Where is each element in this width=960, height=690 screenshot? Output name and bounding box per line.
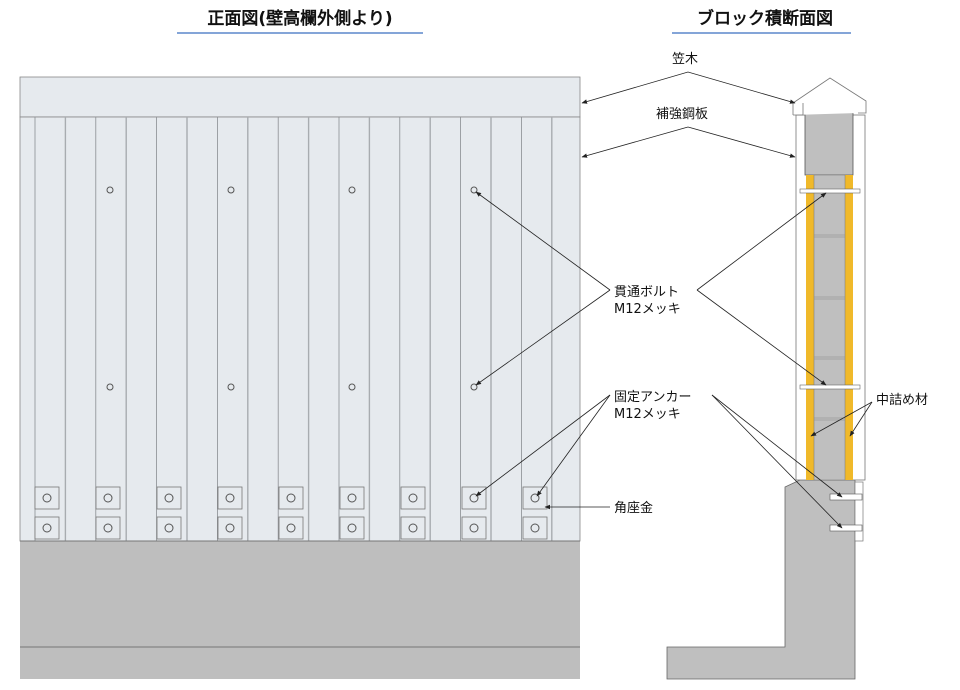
section-view-title: ブロック積断面図 bbox=[697, 8, 833, 29]
through-bolts bbox=[106, 186, 478, 391]
bolt-hole bbox=[348, 383, 356, 391]
anchor-hole bbox=[347, 493, 357, 503]
anchor-hole bbox=[347, 523, 357, 533]
square-washer bbox=[522, 486, 548, 510]
block-core bbox=[813, 174, 846, 481]
square-washer bbox=[156, 486, 182, 510]
bolt-hole bbox=[348, 186, 356, 194]
label-anchor-spec: M12メッキ bbox=[614, 407, 681, 422]
square-washer bbox=[461, 516, 487, 540]
anchor-hole bbox=[103, 493, 113, 503]
bolt-hole bbox=[227, 383, 235, 391]
front-kasagi bbox=[19, 76, 581, 118]
front-view-title: 正面図(壁高欄外側より) bbox=[207, 8, 392, 29]
square-washer bbox=[278, 516, 304, 540]
bolt-hole bbox=[470, 186, 478, 194]
bolt-hole bbox=[106, 186, 114, 194]
foundation-concrete bbox=[666, 479, 856, 680]
square-washer bbox=[95, 516, 121, 540]
panel-ribs bbox=[34, 117, 553, 541]
anchor-hole bbox=[469, 523, 479, 533]
anchor-hole bbox=[42, 523, 52, 533]
square-washer bbox=[339, 516, 365, 540]
label-filler: 中詰め材 bbox=[876, 392, 928, 408]
front-concrete bbox=[20, 541, 580, 679]
bolt-hole bbox=[227, 186, 235, 194]
front-view bbox=[19, 76, 581, 679]
square-washer bbox=[34, 486, 60, 510]
square-washer bbox=[156, 516, 182, 540]
bolt-hole bbox=[470, 383, 478, 391]
anchor-hole bbox=[103, 523, 113, 533]
kasagi-section bbox=[792, 77, 867, 115]
label-steel-plate: 補強鋼板 bbox=[656, 107, 708, 122]
leader-lines bbox=[475, 71, 873, 529]
anchor-hole bbox=[225, 493, 235, 503]
anchor-hole bbox=[408, 523, 418, 533]
anchor-hole bbox=[286, 493, 296, 503]
square-washer bbox=[400, 516, 426, 540]
anchor-hole bbox=[469, 493, 479, 503]
square-washer bbox=[34, 516, 60, 540]
label-kasagi: 笠木 bbox=[672, 52, 698, 67]
bolt-hole bbox=[106, 383, 114, 391]
through-bolt-section bbox=[799, 188, 861, 390]
filler-right bbox=[845, 175, 853, 480]
anchor-hole bbox=[225, 523, 235, 533]
square-washer bbox=[339, 486, 365, 510]
label-washer: 角座金 bbox=[614, 500, 653, 516]
label-through-bolt: 貫通ボルト bbox=[614, 285, 679, 300]
label-anchor: 固定アンカー bbox=[614, 390, 691, 405]
square-washer bbox=[217, 516, 243, 540]
anchor-hole bbox=[530, 523, 540, 533]
filler-left bbox=[806, 175, 814, 480]
anchor-hole bbox=[42, 493, 52, 503]
anchor-hole bbox=[164, 523, 174, 533]
anchor-hole bbox=[408, 493, 418, 503]
washer-plates bbox=[34, 486, 548, 540]
front-steel-panel bbox=[19, 116, 581, 542]
square-washer bbox=[217, 486, 243, 510]
anchor-bolts-section bbox=[829, 493, 863, 532]
anchor-hole bbox=[530, 493, 540, 503]
angle-bracket bbox=[854, 481, 864, 542]
section-view bbox=[666, 77, 867, 680]
square-washer bbox=[522, 516, 548, 540]
square-washer bbox=[400, 486, 426, 510]
square-washer bbox=[95, 486, 121, 510]
anchor-hole bbox=[286, 523, 296, 533]
anchor-hole bbox=[164, 493, 174, 503]
label-through-bolt-spec: M12メッキ bbox=[614, 302, 681, 317]
square-washer bbox=[278, 486, 304, 510]
square-washer bbox=[461, 486, 487, 510]
